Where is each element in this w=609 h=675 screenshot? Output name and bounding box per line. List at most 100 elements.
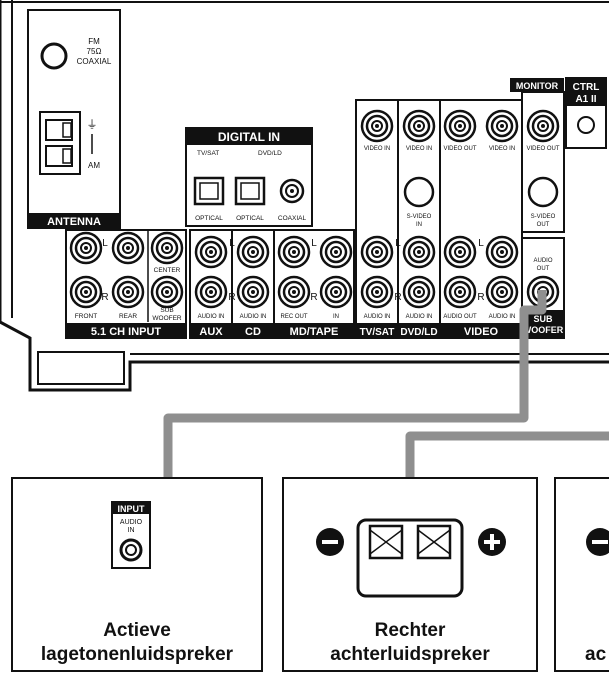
video-audio-out-l-jack[interactable] xyxy=(443,235,477,269)
dvdld-audio-in-label: AUDIO IN xyxy=(406,314,433,320)
fm-ohm-label: 75Ω xyxy=(87,47,102,56)
ground-icon: ⏚ xyxy=(87,118,98,131)
front-label: FRONT xyxy=(75,313,97,320)
receiver-rear-panel: FM 75Ω COAXIAL ⏚ AM ANTENNA DIGITAL IN T… xyxy=(0,0,609,392)
optical-1-label: OPTICAL xyxy=(195,215,223,222)
ctrl-a1-label: A1 II xyxy=(575,94,596,105)
cd-audio-in-label: AUDIO IN xyxy=(240,314,267,320)
video-band xyxy=(440,323,522,338)
monitor-svideo-jack[interactable] xyxy=(527,176,559,208)
chassis-foot xyxy=(37,351,125,385)
optical-2-label: OPTICAL xyxy=(236,215,264,222)
md-rec-out-r-jack-pin xyxy=(292,290,296,294)
cd-l-jack-pin xyxy=(251,250,255,254)
tvsat-audio-in-label: AUDIO IN xyxy=(364,314,391,320)
center-jack[interactable] xyxy=(150,231,184,265)
terminal-left-clip xyxy=(369,529,403,555)
cd-band-label: CD xyxy=(245,326,261,338)
r-label-aux: R xyxy=(228,292,235,303)
r-label-tv: R xyxy=(394,292,401,303)
coaxial-label: COAXIAL xyxy=(278,215,307,222)
aux-l-jack[interactable] xyxy=(194,235,228,269)
dvdld-audio-r-jack[interactable] xyxy=(402,275,436,309)
subwoofer-input-band xyxy=(112,502,150,514)
coaxial-jack-pin xyxy=(290,189,294,193)
monitor-video-out-jack-pin xyxy=(541,124,545,128)
cd-l-jack[interactable] xyxy=(236,235,270,269)
optical-2-inner xyxy=(240,182,260,200)
tvsat-audio-r-jack[interactable] xyxy=(360,275,394,309)
subwoofer-box: INPUT AUDIO IN Actieve lagetonenluidspre… xyxy=(11,477,263,672)
monitor-video-out-jack[interactable] xyxy=(526,109,560,143)
antenna-band xyxy=(28,213,120,228)
fm-label: FM xyxy=(88,37,100,46)
r-label-51: R xyxy=(101,292,108,303)
tvsat-audio-r-jack-pin xyxy=(375,290,379,294)
speaker-cable xyxy=(405,431,609,492)
sub-out-label: OUT xyxy=(537,266,550,272)
dvdld-video-in-jack-pin xyxy=(417,124,421,128)
md-in-l-jack[interactable] xyxy=(319,235,353,269)
video-video-in-label: VIDEO IN xyxy=(489,146,515,152)
aux-r-jack[interactable] xyxy=(194,275,228,309)
l-label-51: L xyxy=(102,238,108,249)
subwoofer-input-jack-inner xyxy=(125,544,137,556)
video-video-out-jack-pin xyxy=(458,124,462,128)
video-audio-out-r-jack[interactable] xyxy=(443,275,477,309)
ctrl-jack[interactable] xyxy=(577,116,595,134)
woofer-band-label: WOOFER xyxy=(523,325,564,335)
rca-jacks xyxy=(69,109,560,309)
front-r-jack[interactable] xyxy=(69,275,103,309)
md-in-r-jack[interactable] xyxy=(319,275,353,309)
subwoofer-input-label: INPUT xyxy=(118,504,146,514)
tvsat-band-label: TV/SAT xyxy=(360,327,395,338)
video-video-out-jack[interactable] xyxy=(443,109,477,143)
tvsat-video-in-jack[interactable] xyxy=(360,109,394,143)
dvdld-video-in-jack[interactable] xyxy=(402,109,436,143)
video-video-in-jack[interactable] xyxy=(485,109,519,143)
mdtape-band xyxy=(274,323,354,338)
tvsat-audio-l-jack-pin xyxy=(375,250,379,254)
chassis-outline xyxy=(0,0,609,392)
monitor-svideo-label: S-VIDEO xyxy=(531,214,556,220)
monitor-tab xyxy=(510,78,564,92)
dvdld-band-label: DVD/LD xyxy=(400,327,437,338)
center-jack-pin xyxy=(165,246,169,250)
dvdld-band xyxy=(398,323,440,338)
md-rec-out-r-jack[interactable] xyxy=(277,275,311,309)
front-l-jack-pin xyxy=(84,246,88,250)
monitor-label: MONITOR xyxy=(516,81,559,91)
dvdld-svideo-jack[interactable] xyxy=(403,176,435,208)
video-band-label: VIDEO xyxy=(464,326,499,338)
fm-coax-jack[interactable] xyxy=(40,42,68,70)
front-l-jack[interactable] xyxy=(69,231,103,265)
subwoofer-band xyxy=(522,310,564,338)
video-audio-in-l-jack[interactable] xyxy=(485,235,519,269)
subwoofer-in-jack-pin xyxy=(165,290,169,294)
cd-r-jack-pin xyxy=(251,290,255,294)
md-rec-out-l-jack[interactable] xyxy=(277,235,311,269)
l-label-aux: L xyxy=(229,238,235,249)
r-label-video: R xyxy=(477,292,484,303)
terminal-left[interactable] xyxy=(368,524,404,560)
digital-in-title-band xyxy=(186,128,312,145)
rear-right-speaker-box: Rechter achterluidspreker xyxy=(282,477,538,672)
tvsat-audio-l-jack[interactable] xyxy=(360,235,394,269)
optical-1-inner xyxy=(199,182,219,200)
monitor-svideo-out-label: OUT xyxy=(537,222,550,228)
subwoofer-band-label: SUB xyxy=(533,314,553,324)
dvdld-audio-l-jack[interactable] xyxy=(402,235,436,269)
dvdld-audio-r-jack-pin xyxy=(417,290,421,294)
subwoofer-in-jack[interactable] xyxy=(150,275,184,309)
rear-r-jack[interactable] xyxy=(111,275,145,309)
rear-r-jack-pin xyxy=(126,290,130,294)
front-r-jack-pin xyxy=(84,290,88,294)
subwoofer-caption-2: lagetonenluidspreker xyxy=(41,644,234,665)
am-label: AM xyxy=(88,161,100,170)
dvdld-svideo-in-label: IN xyxy=(416,222,422,228)
rear-l-jack[interactable] xyxy=(111,231,145,265)
cd-r-jack[interactable] xyxy=(236,275,270,309)
bottom-bands: 5.1 CH INPUT AUX CD MD/TAPE TV/SAT DVD/L… xyxy=(66,310,564,338)
video-audio-in-r-jack[interactable] xyxy=(485,275,519,309)
tvsat-video-in-label: VIDEO IN xyxy=(364,146,390,152)
